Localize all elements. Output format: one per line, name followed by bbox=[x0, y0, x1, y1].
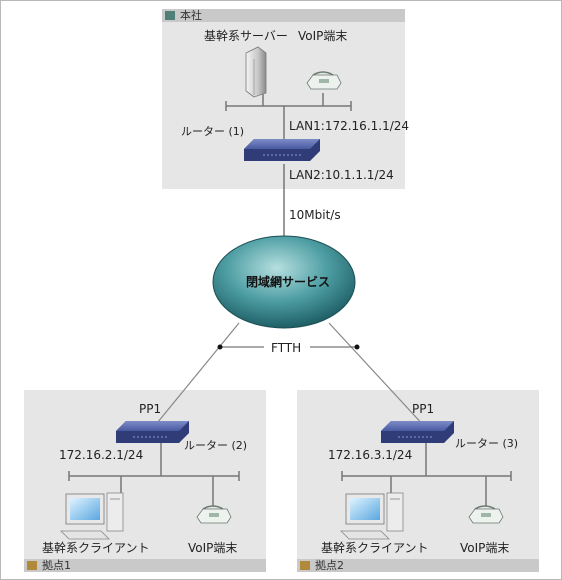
hq-lan-bus bbox=[225, 91, 352, 141]
hq-tag-label: 本社 bbox=[180, 9, 202, 22]
branch1-site-tag: 拠点1 bbox=[24, 559, 266, 572]
branch1-router-label: ルーター (2) bbox=[184, 439, 248, 452]
router-icon bbox=[381, 421, 454, 443]
ftth-point-right bbox=[354, 344, 360, 350]
branch1-lan-address: 172.16.2.1/24 bbox=[59, 448, 144, 462]
branch1-tag-label: 拠点1 bbox=[42, 559, 71, 572]
hq-server-label: 基幹系サーバー bbox=[204, 29, 288, 43]
hq-tag-marker bbox=[165, 11, 175, 20]
ftth-label: FTTH bbox=[271, 341, 302, 355]
hq-lan1-address: LAN1:172.16.1.1/24 bbox=[289, 119, 410, 133]
branch2-lan-address: 172.16.3.1/24 bbox=[328, 448, 413, 462]
branch2-tag-marker bbox=[300, 561, 310, 570]
hq-lan2-address: LAN2:10.1.1.1/24 bbox=[289, 168, 394, 182]
voip-phone-icon bbox=[196, 505, 232, 524]
branch1-voip-label: VoIP端末 bbox=[188, 541, 238, 555]
branch2-client-label: 基幹系クライアント bbox=[321, 541, 429, 555]
hq-site-tag: 本社 bbox=[162, 9, 405, 22]
router-icon bbox=[244, 139, 320, 161]
branch2-uplink bbox=[328, 322, 427, 429]
cloud-label: 閉域網サービス bbox=[246, 275, 331, 289]
voip-phone-icon bbox=[468, 505, 504, 524]
branch1-pp-label: PP1 bbox=[139, 402, 162, 416]
branch1-site bbox=[24, 390, 266, 570]
server-icon bbox=[245, 46, 267, 98]
branch1-uplink bbox=[152, 322, 240, 429]
client-pc-icon bbox=[340, 492, 404, 540]
client-pc-icon bbox=[60, 492, 124, 540]
closed-network-cloud bbox=[212, 235, 356, 329]
ftth-point-left bbox=[217, 344, 223, 350]
voip-phone-icon bbox=[306, 71, 342, 90]
branch1-tag-marker bbox=[27, 561, 37, 570]
branch2-tag-label: 拠点2 bbox=[315, 559, 344, 572]
branch2-pp-label: PP1 bbox=[412, 402, 435, 416]
branch2-site-tag: 拠点2 bbox=[297, 559, 539, 572]
branch2-router-label: ルーター (3) bbox=[455, 437, 519, 450]
hq-voip-label: VoIP端末 bbox=[298, 29, 348, 43]
branch2-voip-label: VoIP端末 bbox=[460, 541, 510, 555]
router-icon bbox=[116, 421, 189, 443]
hq-bandwidth-label: 10Mbit/s bbox=[289, 208, 341, 222]
hq-router-label: ルーター (1) bbox=[181, 125, 245, 138]
branch1-client-label: 基幹系クライアント bbox=[42, 541, 150, 555]
